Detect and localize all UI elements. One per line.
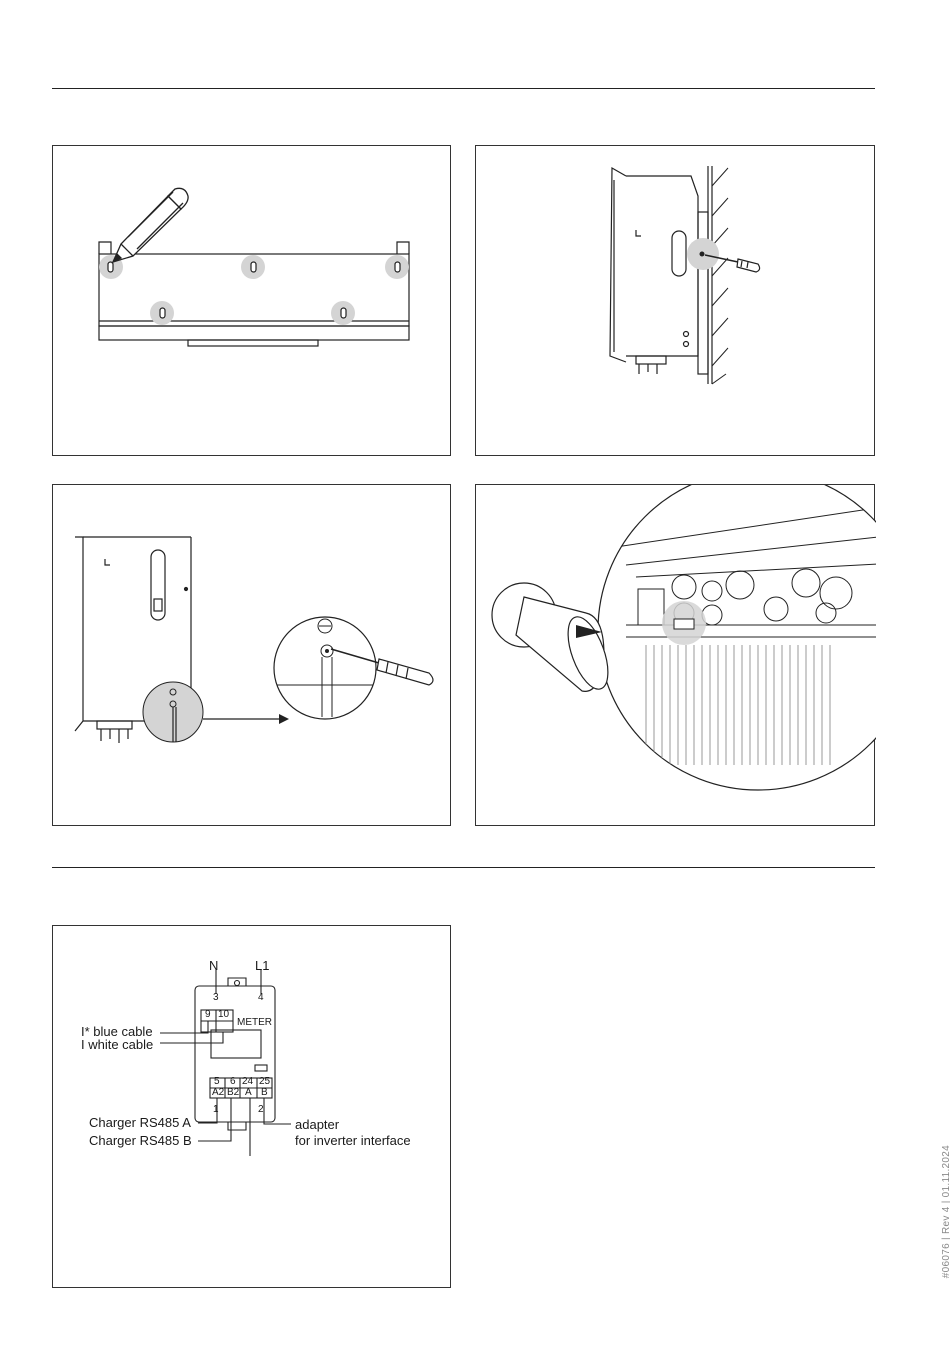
terminal-b2: B2 xyxy=(227,1087,239,1098)
connector-closeup-drawing xyxy=(476,485,876,827)
meter-wiring-diagram: N L1 3 4 9 10 METER 5 6 24 25 A2 B2 A B … xyxy=(52,925,451,1288)
section-divider-top xyxy=(52,88,875,89)
terminal-3: 3 xyxy=(213,992,219,1003)
document-reference: #06076 | Rev 4 | 01.11.2024 xyxy=(941,1145,950,1278)
terminal-6: 6 xyxy=(230,1076,236,1087)
terminal-4: 4 xyxy=(258,992,264,1003)
terminal-5: 5 xyxy=(214,1076,220,1087)
terminal-2: 2 xyxy=(258,1104,264,1115)
terminal-25: 25 xyxy=(259,1076,270,1087)
terminal-a: A xyxy=(245,1087,252,1098)
terminal-b: B xyxy=(261,1087,268,1098)
label-white-cable: I white cable xyxy=(81,1037,153,1052)
label-adapter: adapter xyxy=(295,1117,339,1132)
illustration-grounding xyxy=(52,484,451,826)
terminal-10: 10 xyxy=(218,1009,229,1020)
terminal-9: 9 xyxy=(205,1009,211,1020)
meter-wiring-drawing xyxy=(53,926,452,1289)
terminal-a2: A2 xyxy=(212,1087,224,1098)
pencil-icon xyxy=(113,188,188,262)
label-charger-a: Charger RS485 A xyxy=(89,1115,191,1130)
label-l1: L1 xyxy=(255,958,269,973)
illustration-connector-closeup xyxy=(475,484,875,826)
meter-label: METER xyxy=(237,1017,272,1028)
bracket-marking-drawing xyxy=(53,146,452,457)
grounding-drawing xyxy=(53,485,452,827)
terminal-24: 24 xyxy=(242,1076,253,1087)
label-inverter-interface: for inverter interface xyxy=(295,1133,411,1148)
label-n: N xyxy=(209,958,218,973)
illustration-bracket-marking xyxy=(52,145,451,456)
connector-cap-icon xyxy=(492,583,616,694)
terminal-1: 1 xyxy=(213,1104,219,1115)
label-charger-b: Charger RS485 B xyxy=(89,1133,192,1148)
wall-mount-drawing xyxy=(476,146,876,457)
section-divider-middle xyxy=(52,867,875,868)
illustration-wall-mount-screw xyxy=(475,145,875,456)
